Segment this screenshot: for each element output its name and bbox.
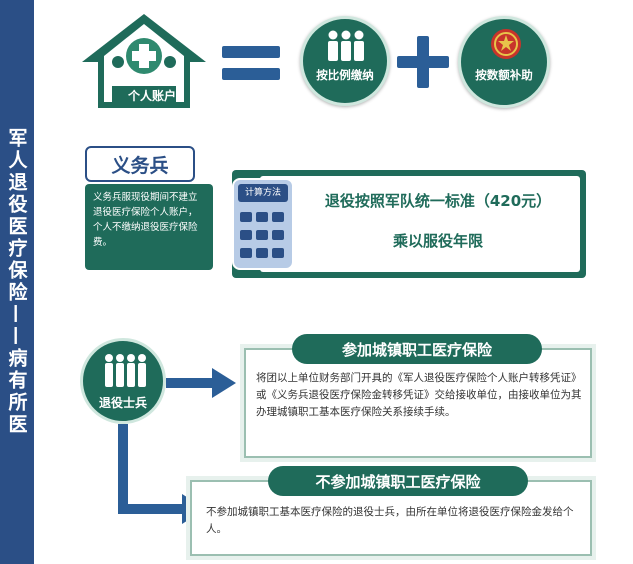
soldiers-icon [105,354,146,387]
formula-line-1: 退役按照军队统一标准（420元） [324,192,552,210]
calc-method-badge: 计算方法 [238,184,288,202]
join-text: 将团以上单位财务部门开具的《军人退役医疗保险个人账户转移凭证》或《义务兵退役医疗… [256,372,582,418]
pay-label: 按比例缴纳 [316,68,374,82]
side-title: 军人退役医疗保险——病有所医 [5,128,28,436]
formula-panel-inner [260,176,580,272]
join-card [244,348,592,458]
arrow-down-shaft [118,424,128,514]
calc-key [272,230,284,240]
formula-line-2: 乘以服役年限 [392,232,483,250]
plus-vertical [417,36,429,88]
national-emblem-icon [491,29,521,59]
pay-circle: 按比例缴纳 [300,16,390,106]
arrow-right-shaft [166,378,216,388]
subsidy-label: 按数额补助 [475,68,533,82]
calc-key [240,248,252,258]
not-join-text: 不参加城镇职工基本医疗保险的退役士兵，由所在单位将退役医疗保险金发给个人。 [206,506,574,535]
join-title: 参加城镇职工医疗保险 [292,334,542,364]
people-icon [328,30,364,61]
calc-key [256,212,268,222]
calc-key [240,230,252,240]
calc-key [256,230,268,240]
veteran-circle [80,338,166,424]
arrow-right-head-icon [212,368,236,398]
account-label: 个人账户 [127,89,176,103]
subsidy-circle: 按数额补助 [458,16,550,108]
calc-key [272,248,284,258]
house-account-icon [82,14,206,108]
conscript-title: 义务兵 [85,146,195,182]
not-join-title: 不参加城镇职工医疗保险 [268,466,528,496]
calc-key [256,248,268,258]
conscript-description: 义务兵服现役期间不建立退役医疗保险个人账户，个人不缴纳退役医疗保险费。 [85,184,213,270]
equals-bar-top [222,46,280,58]
veteran-label: 退役士兵 [98,396,147,410]
equals-bar-bottom [222,68,280,80]
arrow-bottom-shaft [118,504,186,514]
calc-key [240,212,252,222]
side-banner: 军人退役医疗保险——病有所医 [0,0,34,564]
calc-key [272,212,284,222]
